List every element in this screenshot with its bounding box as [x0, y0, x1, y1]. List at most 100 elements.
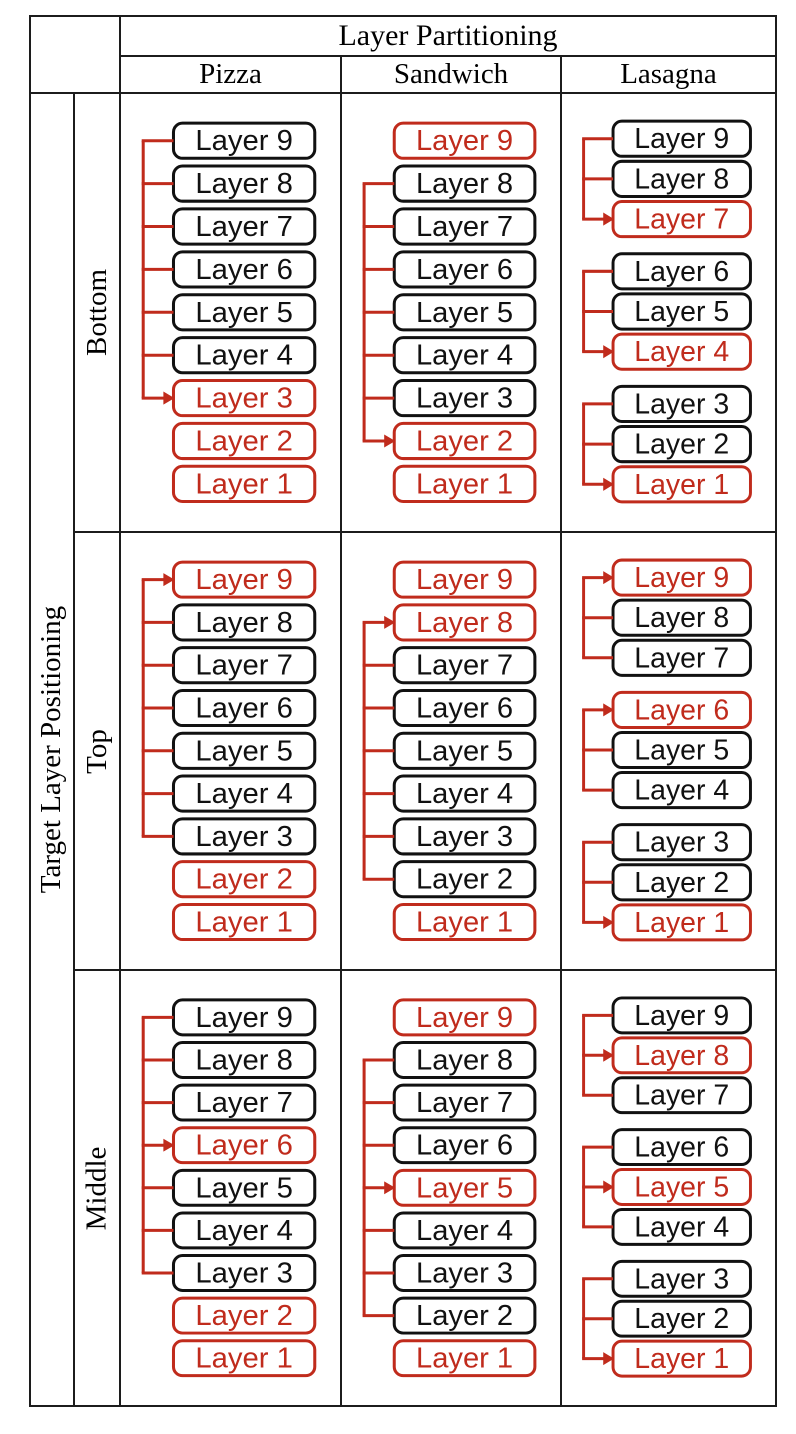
layer-label: Layer 5 — [416, 297, 513, 329]
arrowhead-icon — [603, 212, 615, 226]
layer-label: Layer 2 — [416, 426, 513, 458]
row-header-bottom-label: Bottom — [80, 268, 113, 357]
layer-label: Layer 8 — [416, 1045, 513, 1077]
layer-box — [611, 823, 752, 862]
layer-box — [392, 560, 537, 599]
layer-box — [392, 1339, 537, 1378]
layer-label: Layer 9 — [634, 562, 729, 594]
layer-label: Layer 7 — [634, 642, 729, 674]
layer-box — [171, 902, 317, 942]
row-group-header: Target Layer Positioning — [31, 94, 75, 1405]
layer-label: Layer 3 — [416, 821, 513, 853]
layer-box — [611, 384, 752, 424]
arrowhead-icon — [603, 1352, 615, 1366]
layer-label: Layer 5 — [195, 297, 293, 329]
layer-label: Layer 1 — [195, 1343, 293, 1375]
layer-label: Layer 6 — [195, 693, 293, 725]
layer-box — [611, 1128, 752, 1167]
layer-label: Layer 6 — [634, 256, 729, 288]
row-header-middle: Middle — [75, 971, 121, 1405]
layer-label: Layer 4 — [416, 340, 513, 372]
layer-box — [611, 598, 752, 637]
layer-label: Layer 7 — [195, 650, 293, 682]
layer-label: Layer 1 — [416, 1343, 513, 1375]
layer-box — [171, 464, 317, 503]
layer-label: Layer 2 — [195, 864, 293, 896]
layer-label: Layer 3 — [195, 383, 293, 415]
arrowhead-icon — [603, 571, 615, 585]
layer-label: Layer 8 — [195, 607, 293, 639]
layer-label: Layer 7 — [634, 203, 729, 235]
layer-label: Layer 9 — [416, 1002, 513, 1034]
layer-label: Layer 4 — [195, 1215, 293, 1247]
column-header-pizza: Pizza — [121, 57, 342, 94]
layer-label: Layer 5 — [195, 1172, 293, 1204]
layer-label: Layer 5 — [634, 296, 729, 328]
layer-label: Layer 8 — [416, 168, 513, 200]
layer-label: Layer 4 — [416, 778, 513, 810]
layer-label: Layer 1 — [634, 469, 729, 501]
arrowhead-icon — [163, 391, 175, 405]
layer-box — [171, 421, 317, 461]
layer-box — [611, 863, 752, 902]
layer-label: Layer 6 — [416, 1130, 513, 1162]
layer-box — [611, 1207, 752, 1246]
column-group-header: Layer Partitioning — [121, 17, 775, 57]
row-header-top: Top — [75, 533, 121, 971]
layer-label: Layer 8 — [195, 1045, 293, 1077]
layer-box — [392, 998, 537, 1037]
layer-label: Layer 2 — [634, 1303, 729, 1335]
layer-box — [611, 638, 752, 677]
layer-label: Layer 4 — [634, 336, 729, 368]
layer-box — [392, 902, 537, 942]
layer-label: Layer 2 — [416, 864, 513, 896]
layer-label: Layer 5 — [195, 735, 293, 767]
layer-label: Layer 7 — [195, 1087, 293, 1119]
layer-label: Layer 3 — [634, 1263, 729, 1295]
layer-label: Layer 6 — [634, 694, 729, 726]
layer-box — [392, 464, 537, 503]
layer-label: Layer 5 — [634, 1171, 729, 1203]
layer-box — [611, 996, 752, 1035]
layer-label: Layer 2 — [195, 426, 293, 458]
layer-label: Layer 2 — [634, 867, 729, 899]
layer-label: Layer 5 — [634, 734, 729, 766]
layer-box — [392, 121, 537, 160]
layer-label: Layer 7 — [195, 211, 293, 243]
layer-label: Layer 8 — [416, 607, 513, 639]
layer-label: Layer 8 — [195, 168, 293, 200]
figure-table: Layer Partitioning Pizza Sandwich Lasagn… — [29, 15, 777, 1407]
layer-label: Layer 2 — [195, 1300, 293, 1332]
arrowhead-icon — [603, 345, 615, 359]
row-header-bottom: Bottom — [75, 94, 121, 533]
layer-label: Layer 3 — [416, 383, 513, 415]
layer-label: Layer 8 — [634, 163, 729, 195]
layer-label: Layer 5 — [416, 735, 513, 767]
arrowhead-icon — [603, 477, 615, 491]
arrowhead-icon — [603, 1180, 615, 1194]
layer-label: Layer 6 — [416, 254, 513, 286]
arrowhead-icon — [603, 1048, 615, 1062]
layer-label: Layer 1 — [195, 468, 293, 500]
layer-box — [611, 730, 752, 770]
layer-label: Layer 6 — [195, 1130, 293, 1162]
arrowhead-icon — [603, 703, 615, 717]
layer-label: Layer 8 — [634, 1040, 729, 1072]
layer-box — [611, 252, 752, 291]
row-header-middle-label: Middle — [80, 1146, 113, 1230]
layer-label: Layer 3 — [195, 821, 293, 853]
